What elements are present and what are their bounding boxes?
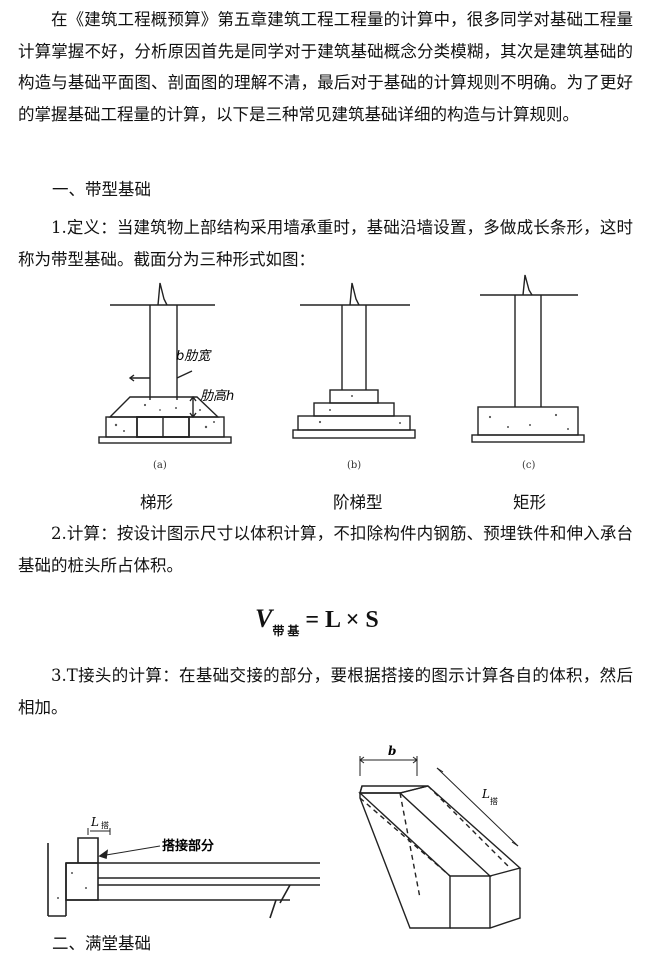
caption-rectangular: 矩形 — [513, 493, 546, 512]
strip-foundation-figure: b肋宽 肋高h (a) (b) (c) — [98, 274, 585, 471]
label-b: (b) — [347, 460, 361, 471]
t-joint-plan — [47, 828, 320, 919]
section-1-heading: 一、带型基础 — [52, 180, 151, 199]
l-length-sub: 搭 — [490, 796, 498, 806]
formula-subscript: 带 基 — [272, 624, 300, 638]
caption-trapezoid: 梯形 — [140, 493, 173, 512]
section-trapezoid — [98, 282, 232, 444]
section-2-heading: 二、满堂基础 — [52, 934, 151, 953]
section-stepped — [292, 282, 416, 439]
label-a: (a) — [153, 460, 167, 471]
note-rib-width: b肋宽 — [176, 348, 212, 364]
section-rectangular — [471, 274, 585, 443]
formula-rhs: = L × S — [305, 607, 379, 633]
l-length-label: L — [481, 787, 490, 801]
definition-paragraph: 1.定义：当建筑物上部结构采用墙承重时，基础沿墙设置，多做成长条形，这时称为带型… — [18, 218, 633, 269]
t-joint-figure: L 搭 搭接部分 b L 搭 — [47, 744, 522, 929]
note-rib-height: 肋高h — [200, 389, 234, 404]
intro-paragraph: 在《建筑工程概预算》第五章建筑工程工程量的计算中，很多同学对基础工程量计算掌握不… — [18, 10, 633, 124]
calc-paragraph: 2.计算：按设计图示尺寸以体积计算，不扣除构件内钢筋、预埋铁件和伸入承台基础的桩… — [18, 524, 633, 575]
section-trapezoid-texture — [114, 403, 215, 432]
t-joint-3d — [358, 756, 522, 929]
caption-stepped: 阶梯型 — [333, 493, 383, 512]
overlap-part-label: 搭接部分 — [162, 838, 214, 854]
formula-v: V — [255, 604, 273, 633]
l-overlap-sub: 搭 — [101, 820, 109, 830]
l-overlap-label: L — [90, 815, 99, 829]
volume-formula: V带 基 = L × S — [255, 604, 379, 638]
width-b-label: b — [388, 744, 396, 758]
tjoint-paragraph: 3.T接头的计算：在基础交接的部分，要根据搭接的图示计算各自的体积，然后相加。 — [18, 666, 633, 717]
label-c: (c) — [522, 460, 536, 471]
